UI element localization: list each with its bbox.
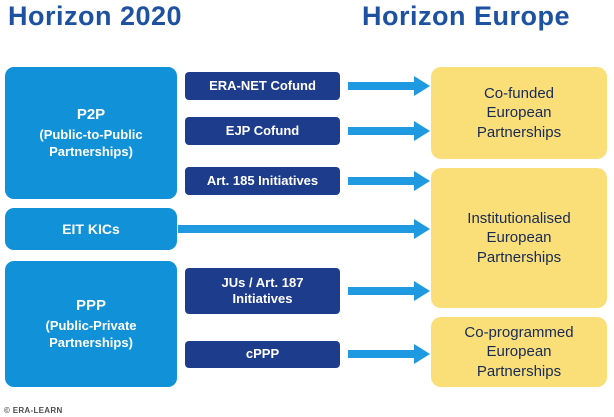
- box-jus-art-187-initiatives: JUs / Art. 187 Initiatives: [185, 268, 340, 314]
- header-horizon-europe: Horizon Europe: [362, 1, 570, 31]
- arrow-shaft: [178, 225, 416, 233]
- box-co-programmed-partnerships: Co-programmed European Partnerships: [431, 317, 607, 387]
- arrow-shaft: [348, 350, 416, 358]
- arrow-shaft: [348, 287, 416, 295]
- arrow-shaft: [348, 82, 416, 90]
- ppp-subtitle: (Public-Private Partnerships): [45, 318, 137, 351]
- header-horizon-2020: Horizon 2020: [8, 1, 183, 31]
- arrow-shaft: [348, 127, 416, 135]
- box-art-185-initiatives: Art. 185 Initiatives: [185, 167, 340, 195]
- p2p-title: P2P: [76, 105, 106, 123]
- box-era-net-cofund: ERA-NET Cofund: [185, 72, 340, 100]
- box-cppp: cPPP: [185, 341, 340, 368]
- arrow-era-net-to-co-funded: [348, 76, 430, 96]
- arrow-ejp-to-co-funded: [348, 121, 430, 141]
- box-institutionalised-partnerships: Institutionalised European Partnerships: [431, 168, 607, 308]
- box-co-funded-partnerships: Co-funded European Partnerships: [431, 67, 607, 159]
- p2p-subtitle: (Public-to-Public Partnerships): [39, 127, 143, 160]
- box-eit-kics: EIT KICs: [5, 208, 177, 250]
- box-ejp-cofund: EJP Cofund: [185, 117, 340, 145]
- arrow-head-icon: [414, 219, 430, 239]
- box-ppp: PPP (Public-Private Partnerships): [5, 261, 177, 387]
- arrow-head-icon: [414, 171, 430, 191]
- arrow-shaft: [348, 177, 416, 185]
- ppp-title: PPP: [75, 296, 106, 314]
- arrow-eit-kics-to-institutionalised: [178, 219, 430, 239]
- arrow-jus-to-institutionalised: [348, 281, 430, 301]
- copyright-label: © ERA-LEARN: [4, 406, 63, 415]
- arrow-cppp-to-co-programmed: [348, 344, 430, 364]
- eit-kics-label: EIT KICs: [62, 220, 120, 237]
- arrow-head-icon: [414, 344, 430, 364]
- arrow-head-icon: [414, 76, 430, 96]
- arrow-art-185-to-institutionalised: [348, 171, 430, 191]
- arrow-head-icon: [414, 121, 430, 141]
- arrow-head-icon: [414, 281, 430, 301]
- box-p2p: P2P (Public-to-Public Partnerships): [5, 67, 177, 199]
